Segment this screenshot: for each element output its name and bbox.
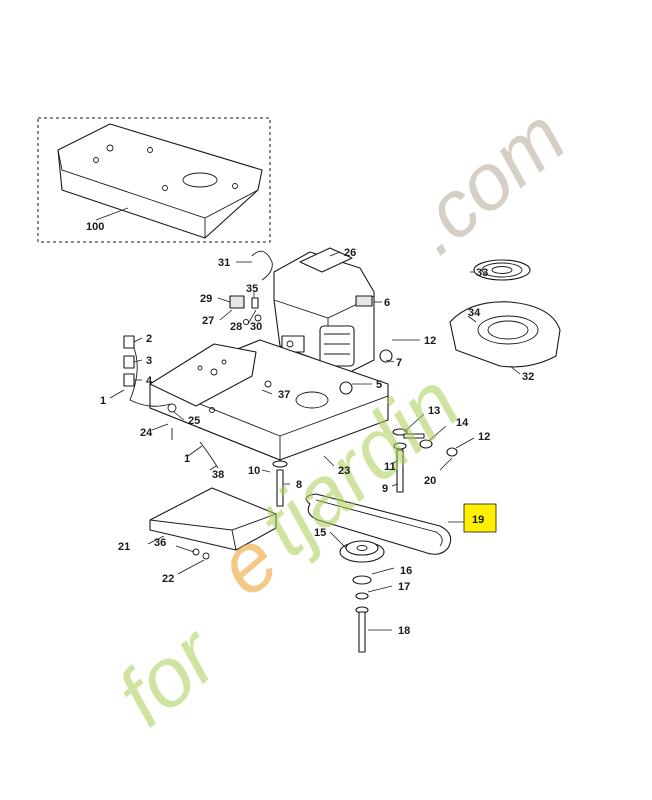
callout-27: 27 <box>202 315 214 327</box>
callout-37: 37 <box>278 389 290 401</box>
callout-19: 19 <box>472 514 484 526</box>
callout-9: 9 <box>382 483 388 495</box>
callout-8: 8 <box>296 479 302 491</box>
callout-32: 32 <box>522 371 534 383</box>
pulley-part-15 <box>339 540 385 563</box>
starter-shroud-part-32 <box>449 301 561 368</box>
watermark-text-gray: .com <box>392 91 582 271</box>
callout-1-left: 1 <box>100 395 106 407</box>
watermark-text-green-a: for <box>99 607 237 744</box>
callout-29: 29 <box>200 293 212 305</box>
callout-25: 25 <box>188 415 200 427</box>
callout-12-lower: 12 <box>478 431 490 443</box>
belt-guard <box>149 487 277 560</box>
callout-35: 35 <box>246 283 258 295</box>
engine-assembly <box>229 247 393 373</box>
callout-11: 11 <box>384 461 396 473</box>
cover-plate-part-100 <box>37 117 271 243</box>
callout-21: 21 <box>118 541 130 553</box>
callout-100: 100 <box>86 221 104 233</box>
callout-38: 38 <box>212 469 224 481</box>
callout-30: 30 <box>250 321 262 333</box>
callout-17: 17 <box>398 581 410 593</box>
callout-2: 2 <box>146 333 152 345</box>
highlight-box-19 <box>463 503 497 533</box>
callout-18: 18 <box>398 625 410 637</box>
leader-lines <box>109 251 521 631</box>
callout-20: 20 <box>424 475 436 487</box>
callout-15: 15 <box>314 527 326 539</box>
callout-16: 16 <box>400 565 412 577</box>
fasteners-right <box>392 428 458 493</box>
callout-4: 4 <box>146 375 153 387</box>
callout-12-upper: 12 <box>424 335 436 347</box>
bolt-part-18 <box>355 606 369 653</box>
belt-part-19 <box>305 493 452 555</box>
callout-22: 22 <box>162 573 174 585</box>
washers-part-16-17 <box>352 575 372 600</box>
callout-6: 6 <box>384 297 390 309</box>
callout-labels: 100 31 26 33 35 29 6 34 27 28 30 2 12 3 … <box>86 221 534 637</box>
callout-28: 28 <box>230 321 242 333</box>
callout-13: 13 <box>428 405 440 417</box>
callout-7: 7 <box>396 357 402 369</box>
callout-14: 14 <box>456 417 469 429</box>
callout-5: 5 <box>376 379 382 391</box>
callout-1-lower: 1 <box>184 453 190 465</box>
callout-34: 34 <box>468 307 481 319</box>
callout-33: 33 <box>476 267 488 279</box>
callout-23: 23 <box>338 465 350 477</box>
callout-26: 26 <box>344 247 356 259</box>
starter-screen-part-33 <box>473 259 531 281</box>
callout-31: 31 <box>218 257 230 269</box>
callout-36: 36 <box>154 537 166 549</box>
bolt-left <box>272 460 288 507</box>
callout-3: 3 <box>146 355 152 367</box>
callout-24: 24 <box>140 427 153 439</box>
callout-10: 10 <box>248 465 260 477</box>
